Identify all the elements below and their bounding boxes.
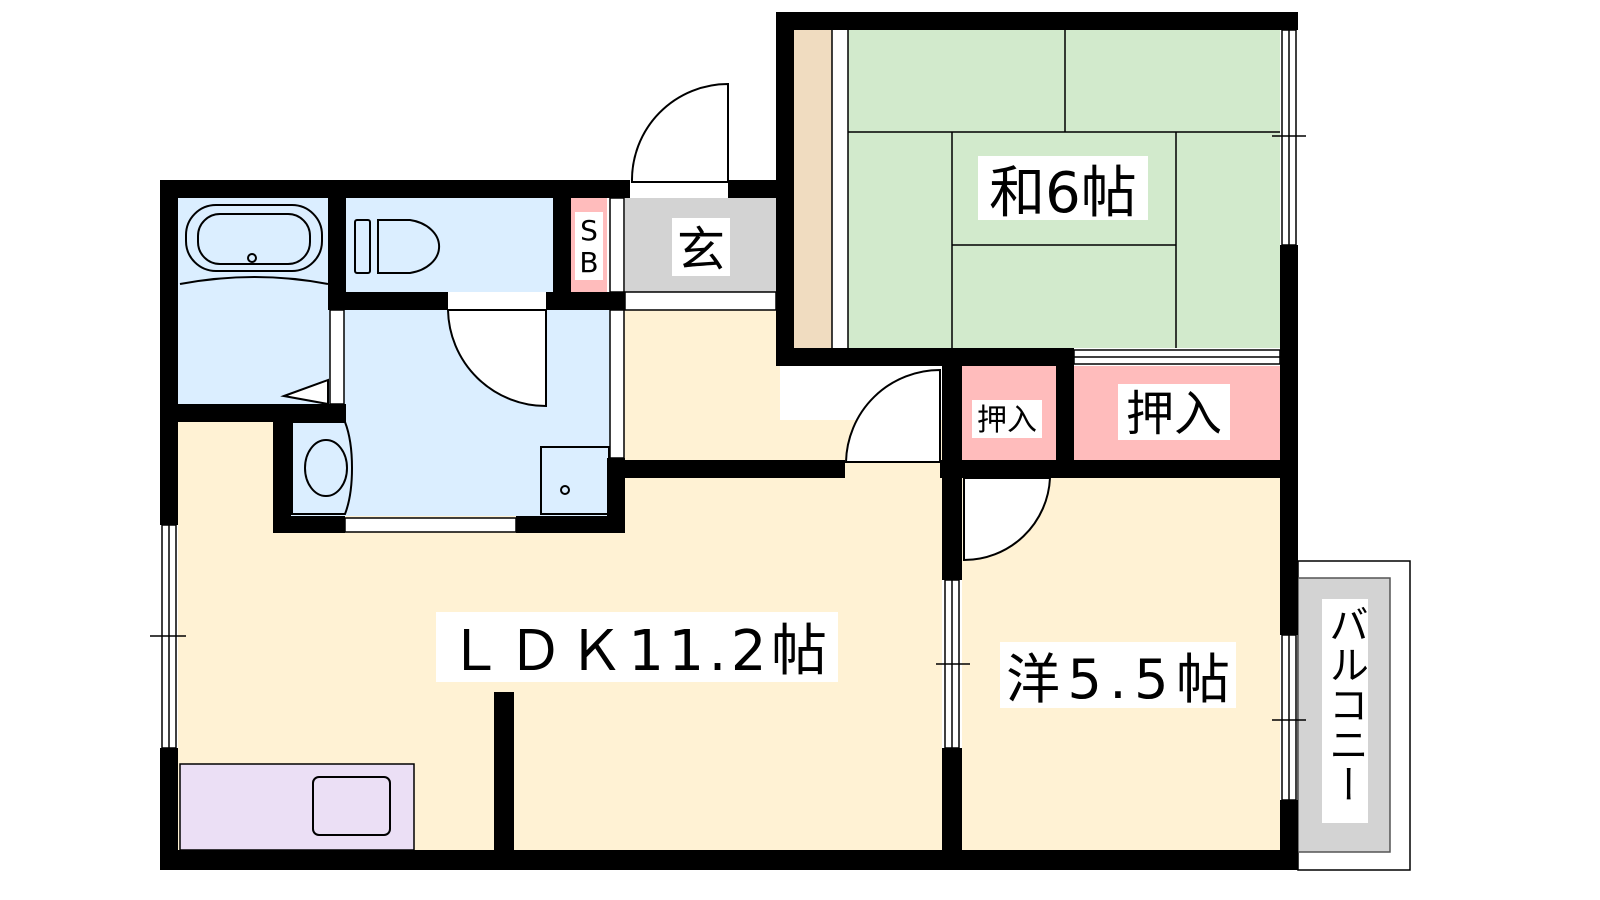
label-sb-s: S	[580, 214, 598, 247]
doors	[280, 82, 1052, 562]
toilet-icon	[354, 219, 371, 274]
room-label-genkan: 玄	[677, 222, 725, 278]
genkan-step	[609, 197, 625, 293]
room-label-yoshitsu: 洋5.5帖	[1006, 648, 1230, 711]
room-label-oshiire-large: 押入	[1126, 386, 1222, 442]
windows	[150, 29, 1306, 801]
washroom-sliding-door	[609, 309, 625, 459]
room-label-washitsu: 和6帖	[989, 161, 1137, 226]
washroom-door	[446, 309, 547, 408]
room-label-balcony: バルコニー	[1322, 604, 1368, 804]
toilet-floor	[346, 198, 553, 292]
bathtub-icon	[185, 204, 323, 272]
yoshitsu-door	[963, 477, 1052, 562]
washing-machine-icon	[540, 446, 610, 515]
fixtures	[179, 204, 610, 515]
label-sb-b: B	[579, 246, 598, 279]
hall-opening	[624, 291, 777, 311]
room-label-oshiire-small: 押入	[977, 403, 1037, 438]
washroom-bottom-window	[344, 517, 517, 533]
room-label-ldk: ＬＤＫ11.2帖	[447, 619, 827, 684]
tokonoma	[794, 30, 832, 348]
ldk-door	[844, 368, 941, 463]
labels: ＬＤＫ11.2帖 和6帖 洋5.5帖 玄 押入 押入 S B バルコニー	[436, 156, 1368, 823]
hallway-floor	[610, 300, 780, 470]
bath-door	[329, 309, 345, 405]
sink-basin	[312, 776, 391, 836]
bath-door-leaf	[280, 378, 329, 406]
floors	[178, 30, 1411, 871]
walls	[160, 12, 1298, 870]
tatami-lines	[831, 30, 1280, 348]
washbasin-icon	[291, 421, 354, 515]
entrance-door	[630, 82, 729, 183]
